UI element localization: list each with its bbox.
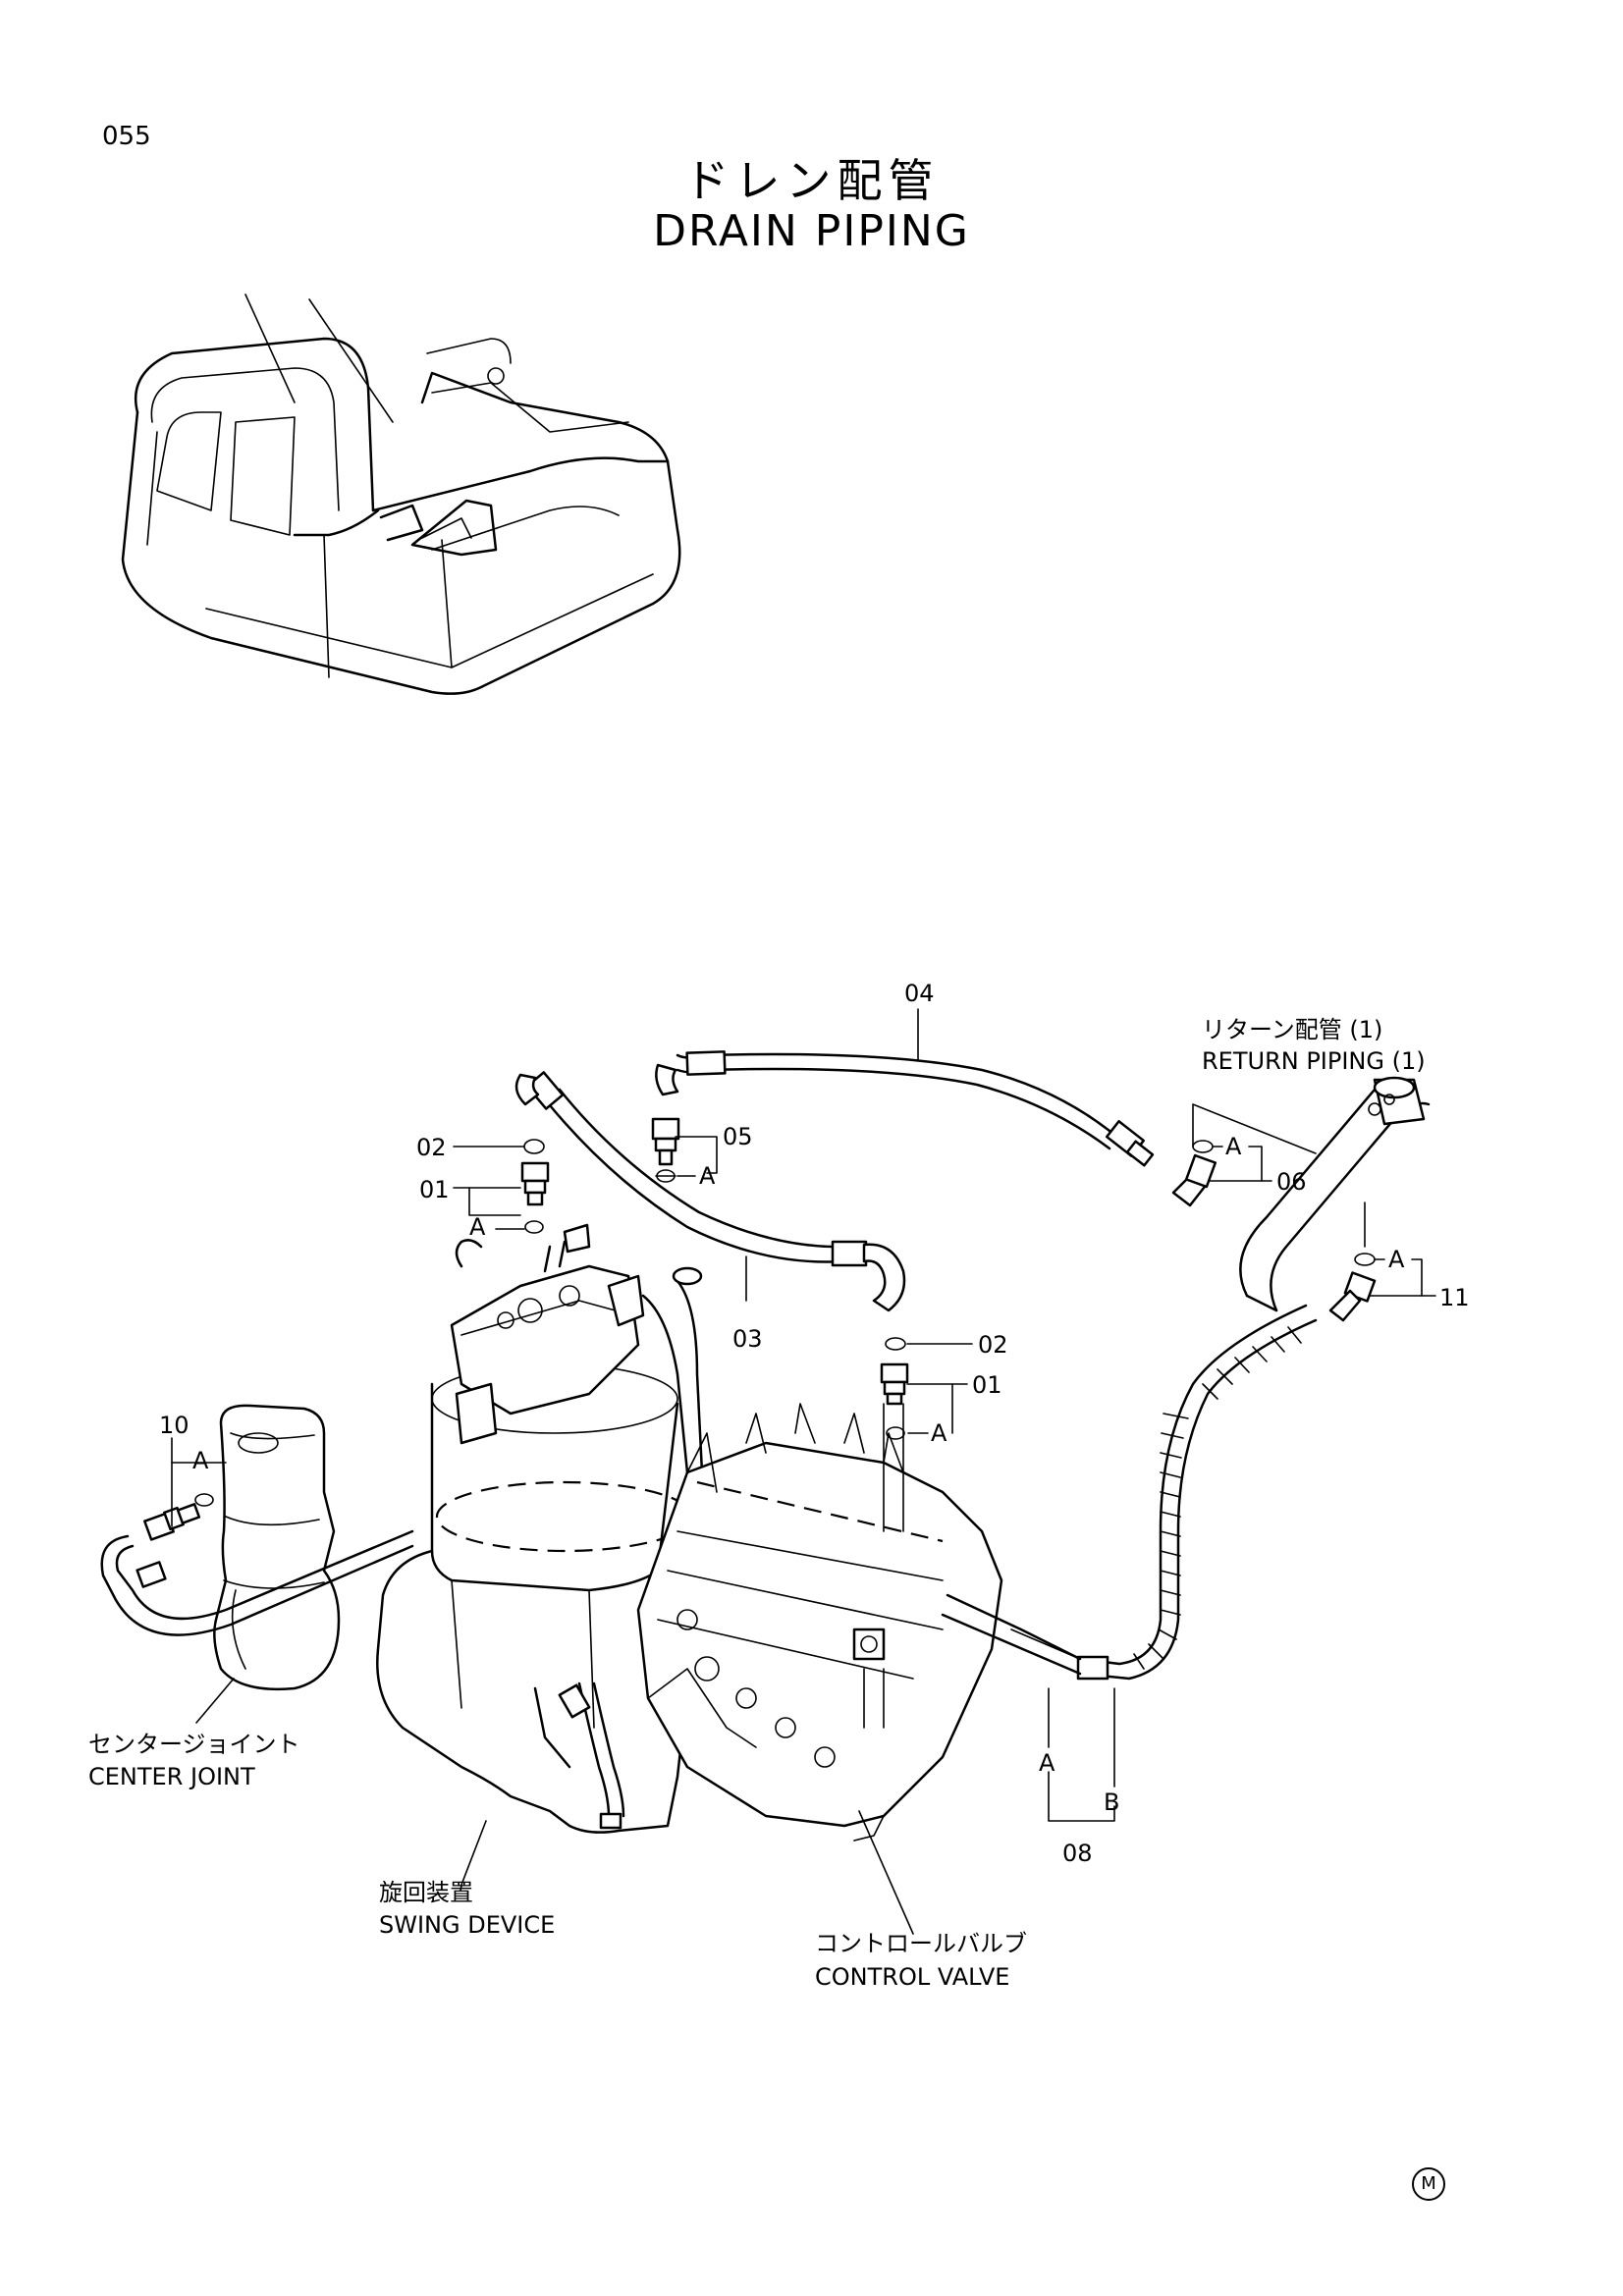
label-control-valve-jp: コントロールバルブ (815, 1930, 1027, 1957)
callout-01-upper: 01 (419, 1176, 450, 1203)
leader-lines (171, 1008, 1436, 1935)
page-number: 055 (102, 122, 151, 151)
excavator-overview-illustration (121, 294, 681, 695)
callout-08: 08 (1062, 1840, 1093, 1867)
callout-02-upper: 02 (416, 1134, 447, 1161)
return-piping-1 (1239, 1076, 1431, 1312)
callout-03: 03 (732, 1325, 763, 1353)
label-control-valve-en: CONTROL VALVE (815, 1963, 1009, 1991)
label-return-piping-en: RETURN PIPING (1) (1202, 1047, 1426, 1075)
callout-10: 10 (159, 1412, 189, 1439)
swing-motor (450, 1223, 704, 1474)
callout-a-upper: A (469, 1213, 486, 1241)
callout-06: 06 (1276, 1168, 1307, 1196)
manual-mark: M (1412, 2167, 1445, 2201)
callout-01-middle: 01 (972, 1371, 1002, 1399)
title-english: DRAIN PIPING (653, 206, 970, 256)
callout-a-center-joint: A (192, 1447, 209, 1474)
center-joint (213, 1404, 341, 1691)
fitting-group-upper (520, 1117, 680, 1234)
callout-labels: 02 01 A 05 A 04 03 02 01 A 10 A A 06 A 1… (159, 980, 1470, 1867)
label-center-joint-en: CENTER JOINT (88, 1763, 255, 1790)
label-return-piping-jp: リターン配管 (1) (1202, 1016, 1382, 1043)
callout-a-05: A (699, 1162, 716, 1190)
label-center-joint-jp: センタージョイント (88, 1731, 300, 1758)
callout-a-middle: A (931, 1419, 947, 1447)
fitting-group-middle (880, 1337, 909, 1440)
callout-11: 11 (1439, 1284, 1470, 1311)
callout-02-middle: 02 (978, 1331, 1008, 1359)
callout-05: 05 (723, 1123, 753, 1150)
callout-04: 04 (904, 980, 935, 1007)
corrugated-hose-08 (1010, 1304, 1318, 1681)
label-swing-device-en: SWING DEVICE (379, 1911, 555, 1939)
center-joint-pipe-10 (100, 1493, 414, 1636)
control-valve (636, 1403, 1082, 1842)
drain-hose-03 (514, 1071, 906, 1312)
callout-a-08: A (1039, 1749, 1055, 1777)
component-labels: リターン配管 (1) RETURN PIPING (1) センタージョイント C… (88, 1016, 1426, 1991)
elbow-fitting-06 (1171, 1140, 1217, 1207)
callout-b-08: B (1104, 1789, 1119, 1816)
label-swing-device-jp: 旋回装置 (379, 1879, 473, 1906)
callout-a-06: A (1225, 1133, 1242, 1160)
elbow-fitting-11 (1328, 1253, 1377, 1322)
title-japanese: ドレン配管 (683, 154, 940, 207)
callout-a-11: A (1388, 1246, 1405, 1273)
drain-hose-04 (655, 1050, 1155, 1167)
